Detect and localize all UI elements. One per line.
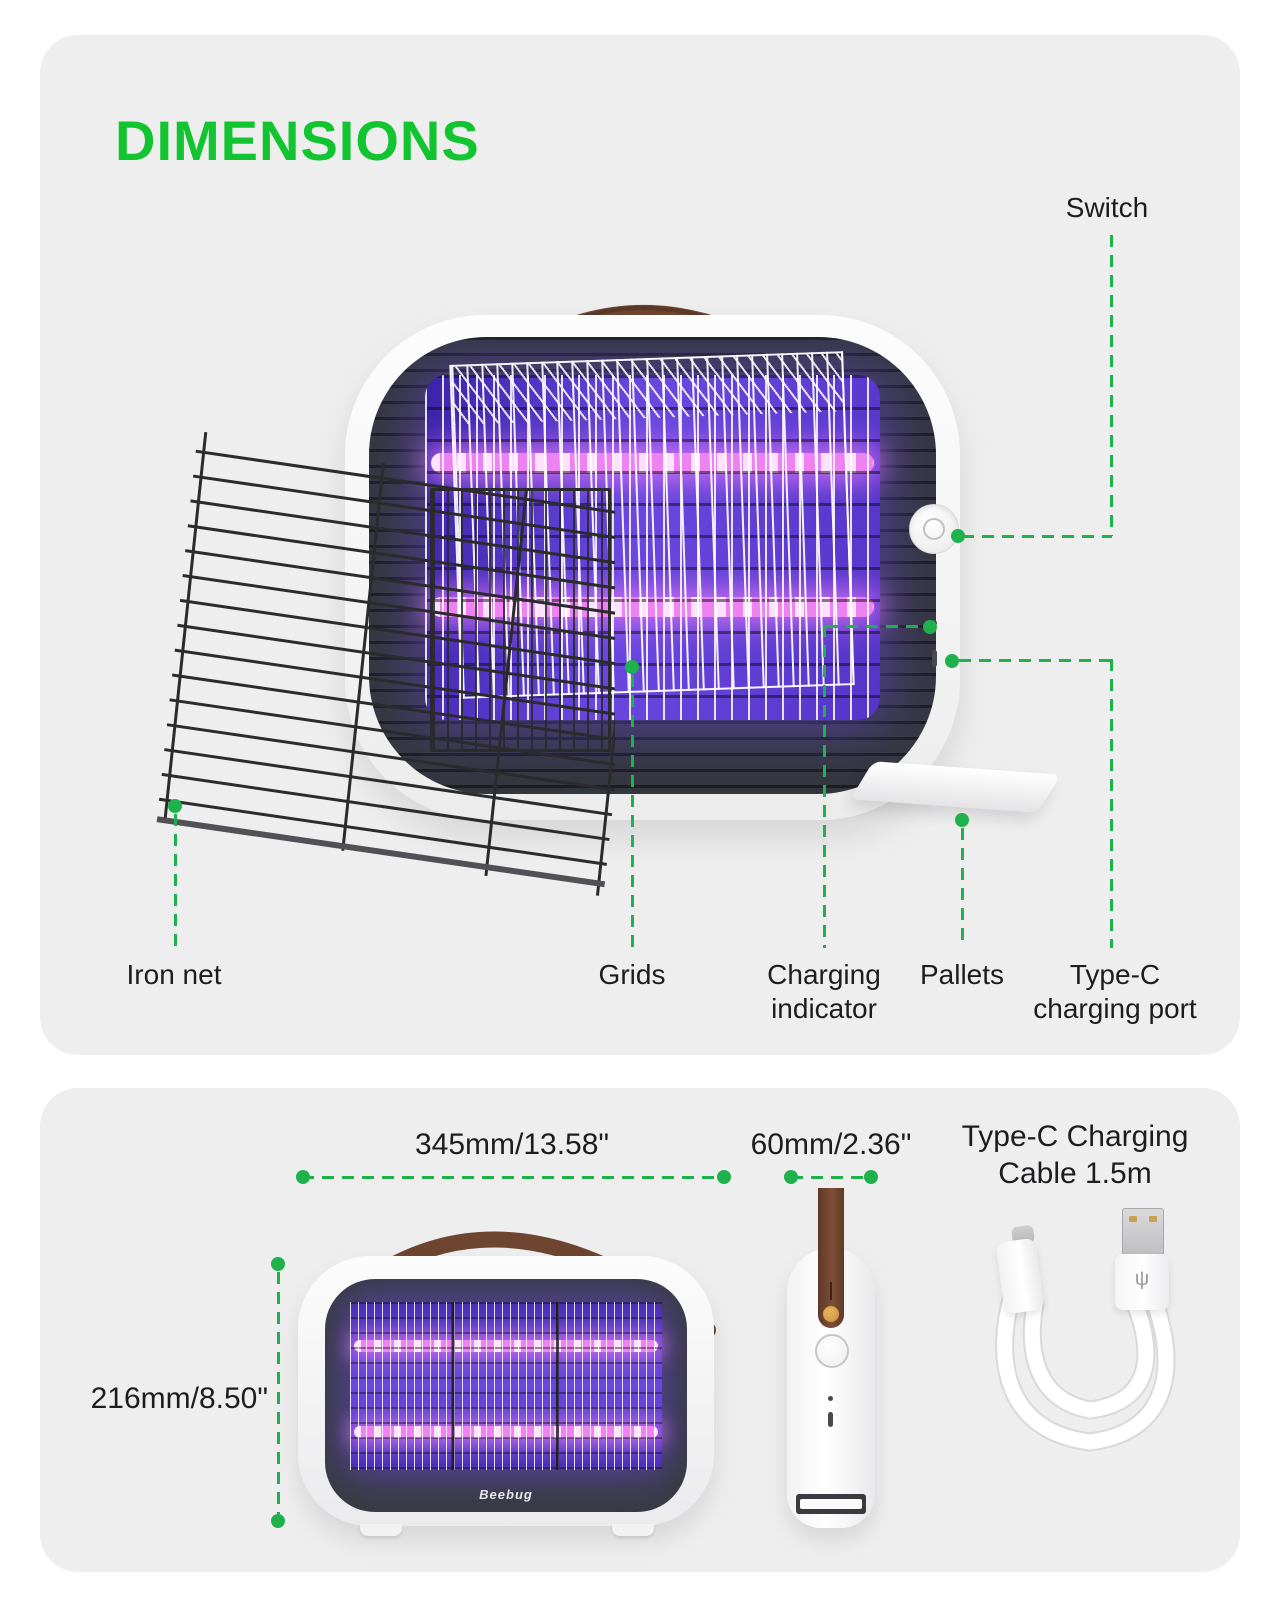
depth-dimension-line xyxy=(791,1176,871,1179)
usb-a-metal-shell xyxy=(1122,1208,1164,1256)
front-view-uv-window xyxy=(350,1302,662,1470)
height-dimension-line xyxy=(277,1272,280,1514)
callout-iron-net: Iron net xyxy=(126,959,222,990)
side-view-strap xyxy=(818,1188,844,1328)
front-view-foot-left xyxy=(360,1524,402,1536)
pallets-dot xyxy=(955,813,969,827)
height-dimension-label: 216mm/8.50" xyxy=(90,1382,268,1415)
height-dim-dot-top xyxy=(271,1257,285,1271)
grids-dot xyxy=(625,660,639,674)
type-c-connector-h xyxy=(959,659,1113,662)
usb-a-connector: ψ xyxy=(1115,1254,1169,1310)
side-view-indicator-hole xyxy=(828,1396,833,1401)
cable-loop xyxy=(995,1280,1176,1452)
front-view-body: Beebug xyxy=(298,1256,714,1526)
pallets-connector xyxy=(961,828,964,948)
page-title: DIMENSIONS xyxy=(115,109,480,172)
type-c-connector-v xyxy=(1110,659,1113,948)
callout-type-c-port: Type-C charging port xyxy=(1033,959,1197,1024)
grids-connector xyxy=(631,675,634,948)
switch-connector-h xyxy=(962,535,1112,538)
side-view-pallet-tray xyxy=(800,1499,862,1509)
side-view-rivet xyxy=(823,1306,839,1322)
cable-label: Type-C Charging Cable 1.5m xyxy=(961,1120,1189,1190)
charging-indicator-dot xyxy=(923,620,937,634)
depth-dim-dot-left xyxy=(784,1170,798,1184)
type-c-port-slot xyxy=(932,650,937,667)
side-view-power-button xyxy=(815,1334,849,1368)
front-view-foot-right xyxy=(612,1524,654,1536)
callout-switch: Switch xyxy=(1065,192,1149,223)
charging-indicator-connector-h xyxy=(826,625,924,628)
iron-net-dot xyxy=(168,799,182,813)
power-icon xyxy=(923,518,945,540)
width-dim-dot-right xyxy=(717,1170,731,1184)
type-c-dot xyxy=(945,654,959,668)
depth-dim-dot-right xyxy=(864,1170,878,1184)
power-switch-button xyxy=(909,504,959,554)
width-dimension-line xyxy=(302,1176,724,1179)
charging-indicator-connector-v xyxy=(823,625,826,948)
front-grid-wires xyxy=(350,1302,662,1470)
height-dim-dot-bottom xyxy=(271,1514,285,1528)
iron-net-connector xyxy=(174,814,177,948)
callout-charging-indicator: Charging indicator xyxy=(767,959,881,1024)
side-view-strap-seam xyxy=(830,1282,832,1300)
usb-trident-icon: ψ xyxy=(1134,1268,1150,1290)
brand-logo: Beebug xyxy=(479,1487,533,1502)
iron-net xyxy=(156,431,615,896)
switch-connector-v xyxy=(1110,235,1113,536)
side-view-pallet-slot xyxy=(796,1494,866,1514)
callout-pallets: Pallets xyxy=(919,959,1005,990)
width-dimension-label: 345mm/13.58" xyxy=(414,1128,610,1161)
front-view-frame: Beebug xyxy=(325,1279,687,1512)
usb-contact-pad xyxy=(1149,1216,1157,1222)
side-view-type-c-slot xyxy=(828,1412,833,1427)
depth-dimension-label: 60mm/2.36" xyxy=(750,1128,912,1161)
usb-contact-pad xyxy=(1129,1216,1137,1222)
callout-grids: Grids xyxy=(598,959,666,990)
switch-connector-dot xyxy=(951,529,965,543)
width-dim-dot-left xyxy=(296,1170,310,1184)
